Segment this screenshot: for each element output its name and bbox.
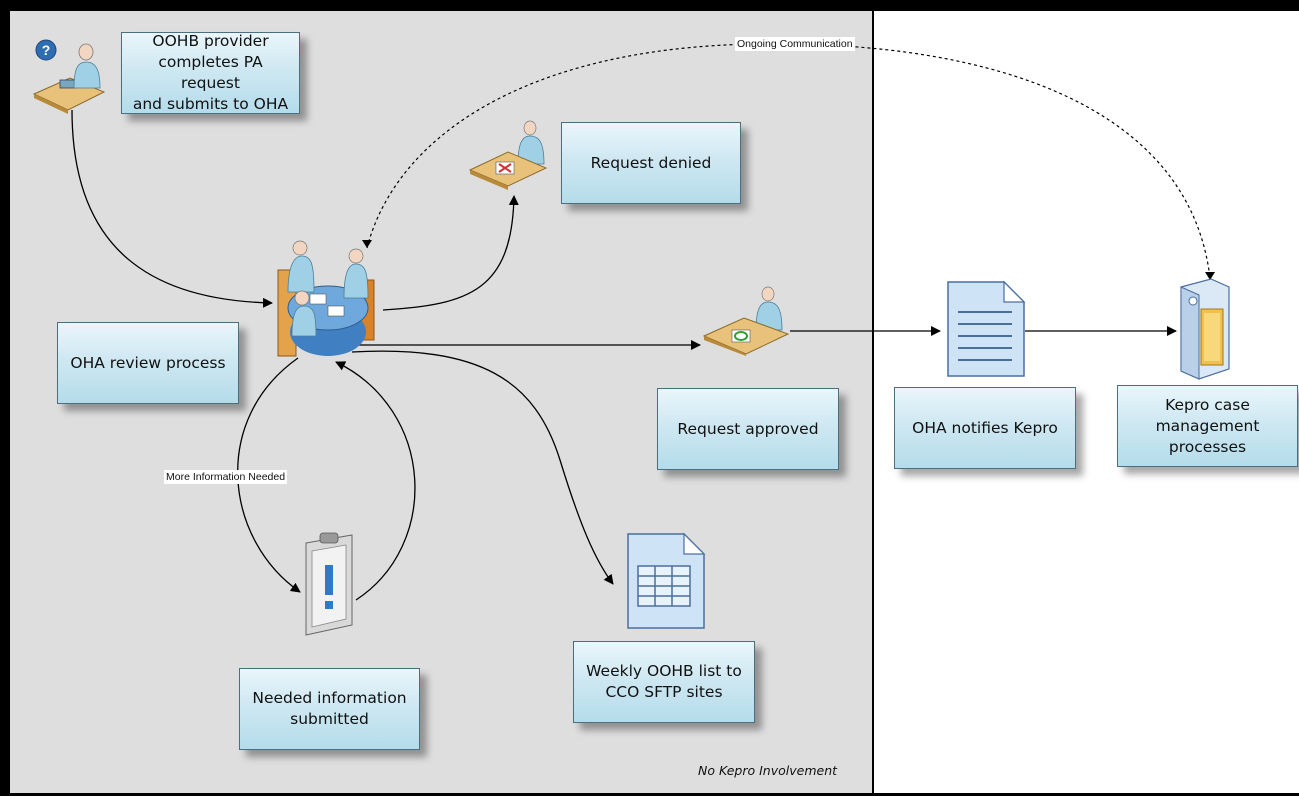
approved-person-desk-icon (702, 286, 790, 356)
box-kepro-case-management: Kepro case management processes (1117, 385, 1298, 467)
label-more-information-needed: More Information Needed (164, 470, 288, 484)
svg-text:?: ? (42, 42, 51, 58)
box-request-denied: Request denied (561, 122, 741, 204)
frame-left-border (0, 0, 10, 796)
box-request-approved: Request approved (657, 388, 839, 470)
arrow-review-to-denied (382, 195, 519, 311)
box-oha-review-process: OHA review process (57, 322, 239, 404)
arrow-provider-to-review (71, 109, 273, 308)
label-ongoing-communication: Ongoing Communication (735, 37, 855, 51)
clipboard-alert-icon (305, 532, 353, 636)
note-no-kepro-involvement: No Kepro Involvement (698, 763, 838, 778)
box-provider-submits: OOHB provider completes PA request and s… (121, 32, 300, 114)
frame-top-border (0, 0, 1299, 11)
document-icon (947, 280, 1026, 377)
swimlane-divider (872, 0, 874, 796)
server-icon (1180, 278, 1230, 380)
box-needed-information-submitted: Needed information submitted (239, 668, 420, 750)
arrow-review-to-weekly (351, 350, 614, 585)
meeting-table-icon (277, 240, 375, 357)
denied-person-desk-icon (468, 120, 548, 190)
spreadsheet-document-icon (627, 532, 706, 629)
arrow-needed-to-review (335, 361, 416, 601)
box-oha-notifies-kepro: OHA notifies Kepro (894, 387, 1076, 469)
frame-bottom-border (0, 793, 1299, 796)
question-person-desk-icon: ? (32, 39, 106, 114)
box-weekly-oohb-list: Weekly OOHB list to CCO SFTP sites (573, 641, 755, 723)
